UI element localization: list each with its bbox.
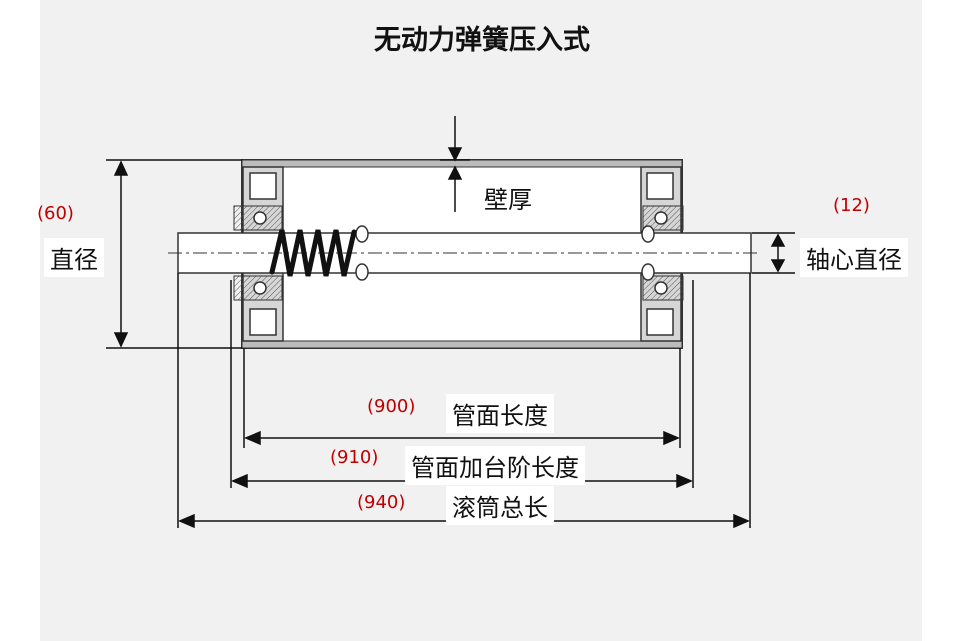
tube-length-value: (900): [367, 396, 416, 417]
spring: [269, 229, 357, 277]
roller-total-length-value: (940): [357, 492, 406, 513]
diameter-label: 直径: [44, 238, 104, 277]
shaft-diameter-dimension: [752, 232, 795, 274]
tube-length-label: 管面长度: [446, 394, 554, 433]
tube-length-with-step-value: (910): [330, 447, 379, 468]
page-title: 无动力弹簧压入式: [374, 25, 590, 56]
diameter-dimension: [106, 159, 242, 349]
shaft-diameter-label: 轴心直径: [800, 238, 908, 277]
roller-total-length-label: 滚筒总长: [446, 486, 554, 525]
wall-thickness-label: 壁厚: [484, 186, 532, 214]
diameter-value: (60): [37, 203, 74, 224]
shaft-diameter-value: (12): [833, 195, 870, 216]
wall-thickness-dimension: [440, 116, 470, 212]
tube-length-with-step-label: 管面加台阶长度: [405, 446, 585, 485]
shaft: [168, 225, 760, 281]
